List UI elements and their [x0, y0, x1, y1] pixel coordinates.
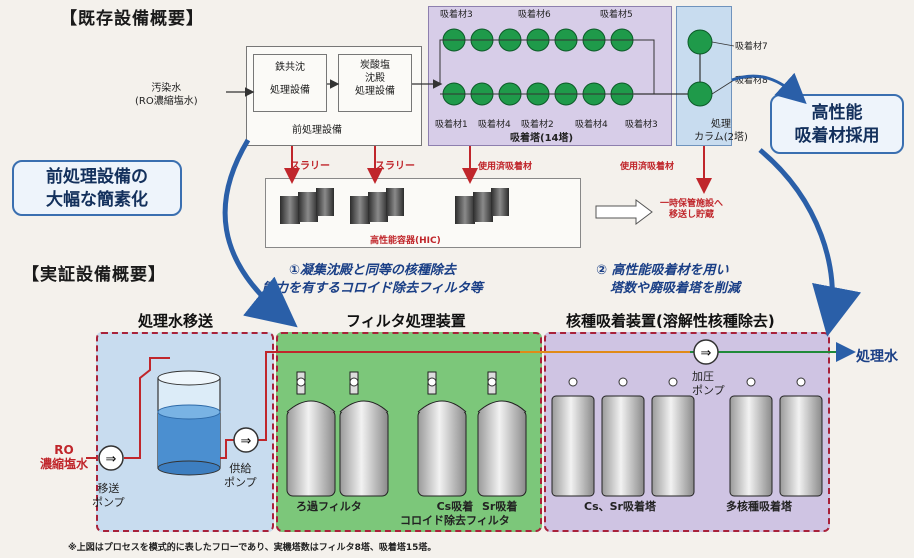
used-sorbent-label-2: 使用済吸着材 — [620, 162, 675, 172]
adsorption-tower-block — [428, 6, 672, 146]
sorbent-bottom-3: 吸着材2 — [521, 120, 554, 130]
existing-heading: 【既存設備概要】 — [60, 9, 204, 29]
filtration-filter-label: ろ過フィルタ — [296, 500, 362, 513]
demo-heading: 【実証設備概要】 — [22, 265, 166, 285]
note-1: ①凝集沈殿と同等の核種除去 能力を有するコロイド除去フィルタ等 — [262, 263, 483, 296]
water-tank — [157, 370, 221, 476]
simplify-callout: 前処理設備の 大幅な簡素化 — [12, 160, 182, 216]
to-callout-arrow — [731, 72, 807, 105]
to-storage-arrow — [595, 199, 653, 225]
temp-storage-label: 一時保管施設へ 移送し貯蔵 — [660, 199, 724, 220]
adsorption-towers — [551, 395, 823, 497]
note-2: ② 高性能吸着材を用い 塔数や廃吸着塔を削減 — [596, 263, 741, 296]
filter-vessels — [286, 371, 527, 497]
booster-pump-label: 加圧 ポンプ — [692, 370, 725, 397]
svg-text:⇒: ⇒ — [701, 346, 712, 361]
sorbent-top-1: 吸着材3 — [440, 10, 473, 20]
sr-filter-label: Sr吸着 — [482, 500, 518, 513]
simplify-curve-arrow — [222, 138, 298, 328]
cs-sr-tower-label: Cs、Sr吸着塔 — [584, 500, 656, 513]
feed-pump-icon — [233, 427, 259, 453]
svg-text:⇒: ⇒ — [106, 452, 117, 467]
booster-pump-icon — [693, 339, 719, 365]
sorbent-bottom-5: 吸着材3 — [625, 120, 658, 130]
sorbent7-label: 吸着材7 — [735, 42, 768, 52]
tower-piping — [439, 39, 655, 95]
multi-nuclide-tower-label: 多核種吸着塔 — [726, 500, 792, 513]
ro-label: RO 濃縮塩水 — [40, 443, 89, 471]
hic-label: 高性能容器(HIC) — [370, 236, 441, 246]
sorbent-top-2: 吸着材6 — [518, 10, 551, 20]
sorbent-top-3: 吸着材5 — [600, 10, 633, 20]
transfer-pipe — [124, 357, 170, 459]
column-ball-2 — [687, 81, 713, 107]
sorbent-bottom-4: 吸着材4 — [575, 120, 608, 130]
hic-drums — [280, 188, 509, 224]
pretreatment-label: 前処理設備 — [292, 125, 342, 136]
valves — [296, 377, 806, 387]
sorbent8-label: 吸着材8 — [735, 76, 768, 86]
iron-coprecip-box: 鉄共沈 処理設備 — [253, 54, 327, 112]
cs-colloid-filter-label: Cs吸着 コロイド除去フィルタ — [400, 500, 510, 527]
inlet-label: 汚染水 (RO濃縮塩水) — [135, 83, 198, 107]
sorbent-bottom-2: 吸着材4 — [478, 120, 511, 130]
feed-pump-label: 供給 ポンプ — [224, 462, 257, 489]
feed-pipe — [258, 351, 520, 441]
transfer-title: 処理水移送 — [138, 312, 214, 330]
slurry-label-1: スラリー — [290, 161, 330, 172]
adsorb-title: 核種吸着装置(溶解性核種除去) — [566, 312, 775, 330]
transfer-pump-label: 移送 ポンプ — [92, 482, 125, 509]
sorbent-bottom-1: 吸着材1 — [435, 120, 468, 130]
sorbent-balls-bottom — [442, 82, 634, 106]
column-label: 処理 カラム(2塔) — [694, 119, 748, 143]
used-sorbent-label-1: 使用済吸着材 — [478, 162, 533, 172]
treated-water-label: 処理水 — [856, 349, 898, 365]
hp-sorbent-curve-arrow — [758, 148, 862, 337]
processing-column-block — [676, 6, 732, 146]
transfer-pump-icon — [98, 445, 124, 471]
tower-label: 吸着塔(14塔) — [510, 133, 574, 144]
footnote: ※上図はプロセスを模式的に表したフローであり、実機塔数はフィルタ8塔、吸着塔15… — [68, 543, 437, 553]
filter-title: フィルタ処理装置 — [346, 312, 466, 330]
svg-text:⇒: ⇒ — [241, 434, 252, 449]
slurry-label-2: スラリー — [375, 161, 415, 172]
column-ball-1 — [687, 29, 713, 55]
